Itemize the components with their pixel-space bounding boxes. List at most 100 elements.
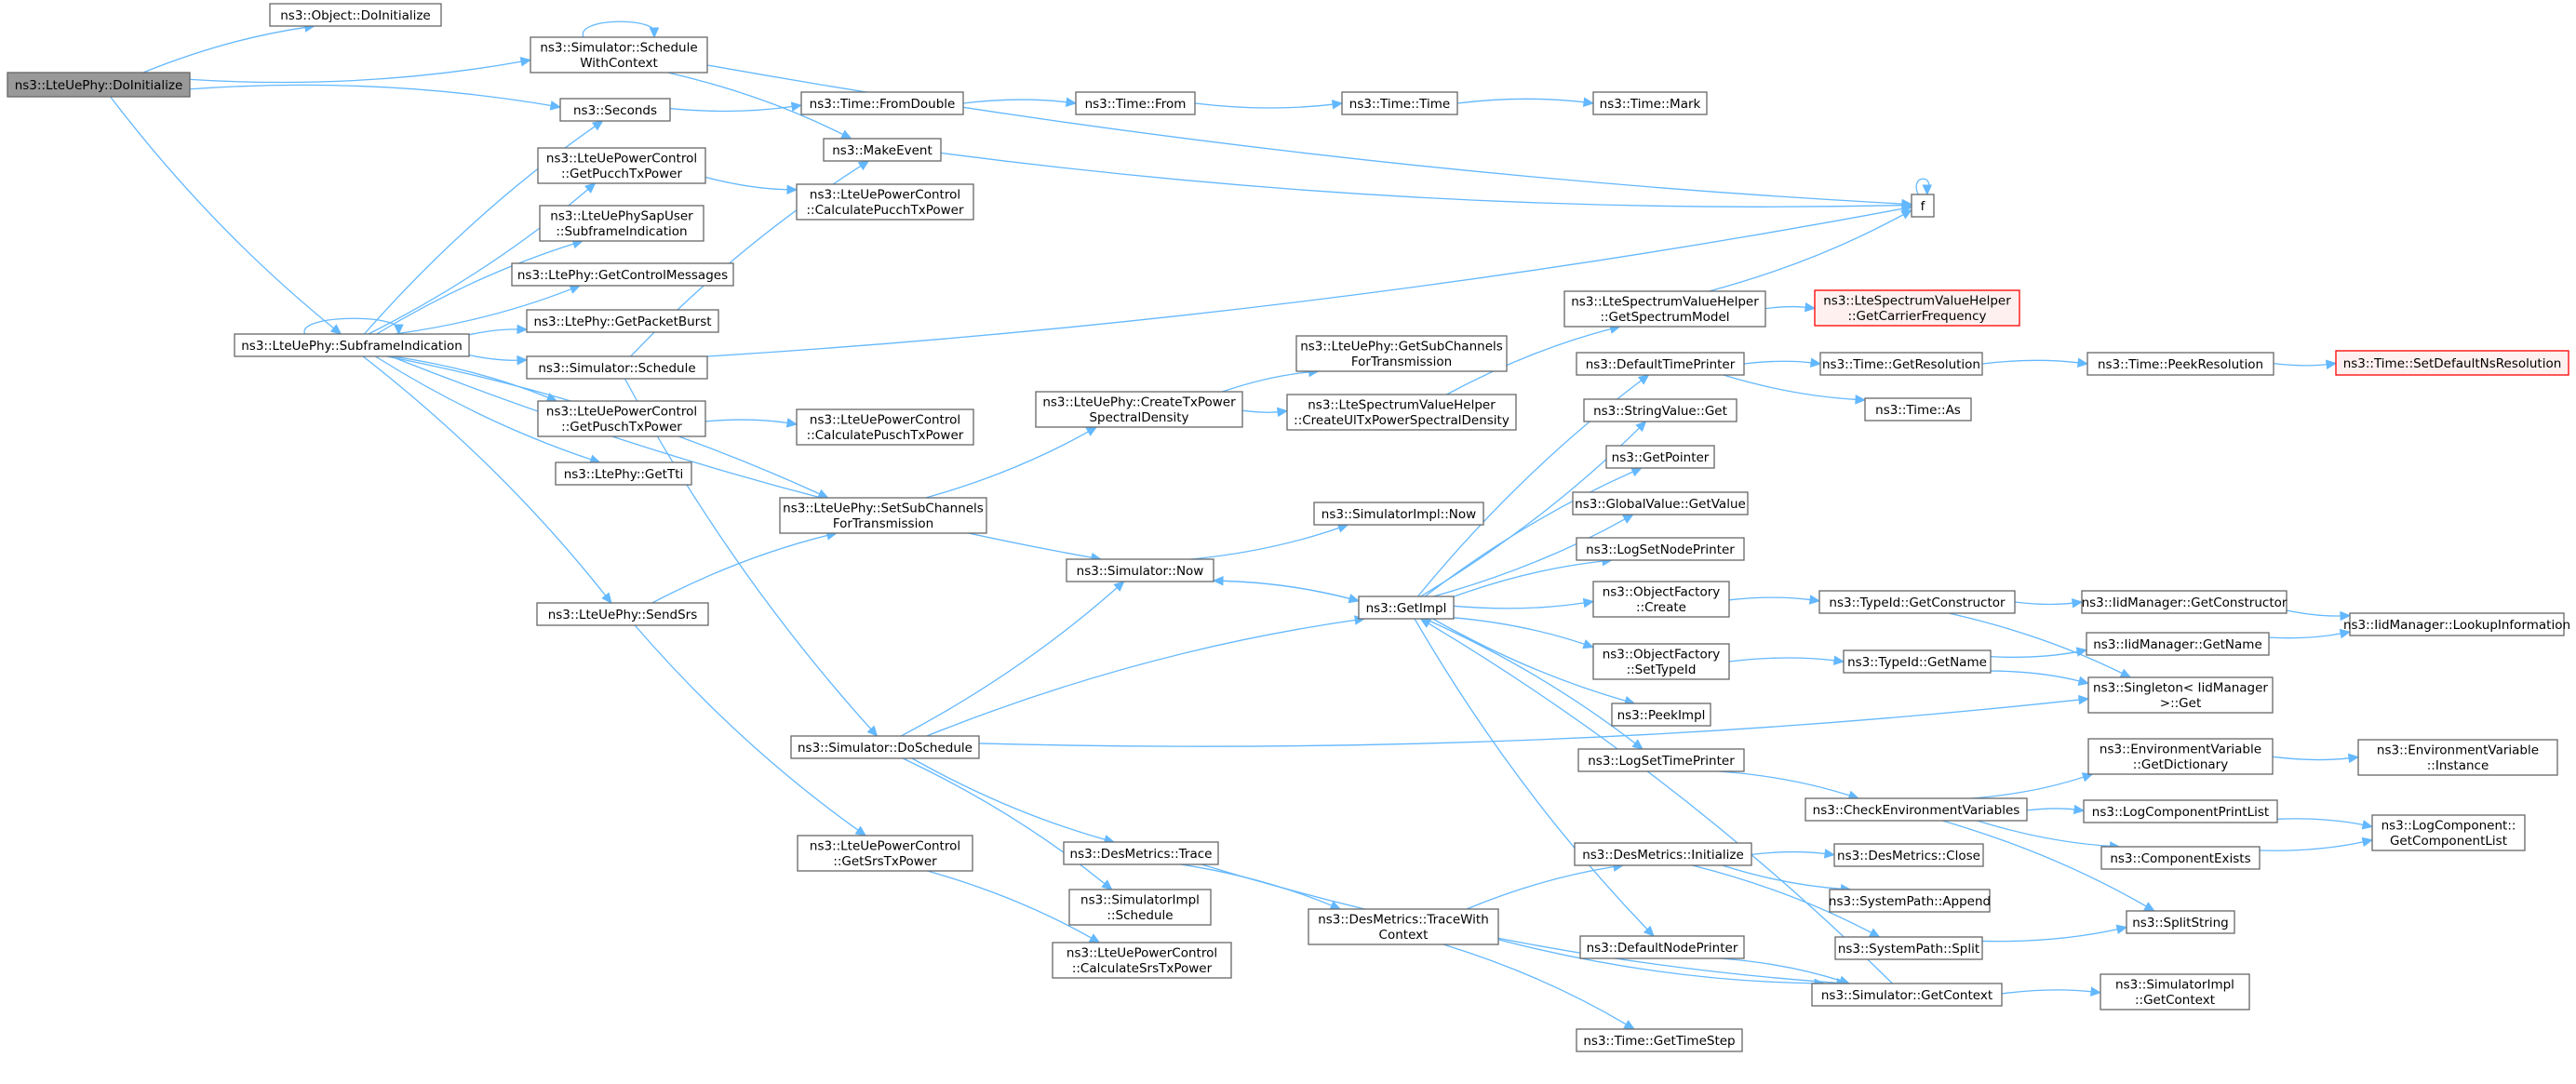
edge-logprintlist-to-logcomplist — [2276, 818, 2365, 826]
node-sapuser[interactable]: ns3::LteUePhySapUser::SubframeIndication — [539, 205, 704, 242]
node-timemark[interactable]: ns3::Time::Mark — [1592, 91, 1708, 115]
node-root[interactable]: ns3::LteUePhy::DoInitialize — [7, 72, 191, 98]
node-box — [1592, 91, 1708, 115]
node-gettimestep[interactable]: ns3::Time::GetTimeStep — [1576, 1028, 1743, 1052]
node-getpucch[interactable]: ns3::LteUePowerControl::GetPucchTxPower — [537, 147, 706, 184]
node-getpointer[interactable]: ns3::GetPointer — [1605, 445, 1715, 469]
node-deftimeprinter[interactable]: ns3::DefaultTimePrinter — [1576, 352, 1745, 376]
node-objfsettype[interactable]: ns3::ObjectFactory::SetTypeId — [1592, 643, 1730, 680]
arrowhead-root-to-subframe — [329, 324, 342, 335]
node-seconds[interactable]: ns3::Seconds — [559, 98, 671, 122]
node-label: ns3::Simulator::GetContext — [1821, 988, 1992, 1003]
edge-fromdouble-to-timefrom — [962, 99, 1068, 104]
edge-makeevent-to-f — [940, 152, 1904, 207]
node-box — [1576, 352, 1745, 376]
edge-simgetctx-to-simimplgetctx — [2001, 989, 2093, 995]
node-getctrlmsg[interactable]: ns3::LtePhy::GetControlMessages — [511, 262, 734, 287]
node-label: ns3::SplitString — [2132, 916, 2229, 930]
node-checkenv[interactable]: ns3::CheckEnvironmentVariables — [1805, 797, 2028, 822]
arrowhead-peekres-to-setdefres — [2325, 359, 2338, 369]
node-getsrs[interactable]: ns3::LteUePowerControl::GetSrsTxPower — [797, 835, 973, 872]
node-timetime[interactable]: ns3::Time::Time — [1341, 91, 1458, 115]
node-createtx[interactable]: ns3::LteUePhy::CreateTxPowerSpectralDens… — [1035, 391, 1243, 428]
node-logcomplist[interactable]: ns3::LogComponent::GetComponentList — [2371, 814, 2526, 851]
node-fromdouble[interactable]: ns3::Time::FromDouble — [800, 91, 964, 115]
node-splitstring[interactable]: ns3::SplitString — [2126, 910, 2235, 934]
node-label: ForTransmission — [1351, 355, 1452, 369]
arrowhead-timetime-to-timemark — [1582, 97, 1595, 107]
node-calcpucch[interactable]: ns3::LteUePowerControl::CalculatePucchTx… — [796, 183, 974, 221]
node-timeas[interactable]: ns3::Time::As — [1864, 397, 1972, 422]
edge-doschedule-to-getimpl — [926, 619, 1357, 737]
node-f[interactable]: f — [1911, 194, 1935, 218]
node-getpktburst[interactable]: ns3::LtePhy::GetPacketBurst — [526, 309, 719, 333]
node-box — [1295, 335, 1508, 372]
node-logtimeprinter[interactable]: ns3::LogSetTimePrinter — [1577, 748, 1745, 772]
node-singleton[interactable]: ns3::Singleton< IidManager>::Get — [2087, 676, 2274, 714]
node-schedule[interactable]: ns3::Simulator::Schedule — [526, 355, 708, 380]
node-peekimpl[interactable]: ns3::PeekImpl — [1611, 703, 1711, 727]
node-box — [2100, 846, 2261, 870]
node-label: ns3::LteUePowerControl — [810, 188, 960, 203]
arrowhead-getpusch-to-calcpusch — [785, 418, 798, 428]
arrowhead-typegetname-to-iidgetname — [2075, 647, 2088, 657]
node-box — [511, 262, 734, 287]
node-envinstance[interactable]: ns3::EnvironmentVariable::Instance — [2357, 739, 2558, 776]
node-box — [2081, 590, 2288, 614]
node-label: Context — [1379, 928, 1429, 943]
node-simgetctx[interactable]: ns3::Simulator::GetContext — [1811, 983, 2003, 1007]
node-createul[interactable]: ns3::LteSpectrumValueHelper::CreateUlTxP… — [1286, 394, 1517, 431]
node-label: ns3::Singleton< IidManager — [2093, 681, 2268, 696]
node-box — [2371, 814, 2526, 851]
node-objfcreate[interactable]: ns3::ObjectFactory::Create — [1592, 581, 1730, 618]
edge-envgetdict-to-envinstance — [2272, 756, 2351, 761]
arrowhead-fromdouble-to-timefrom — [1065, 97, 1078, 107]
node-box — [1843, 649, 1992, 674]
node-makeevent[interactable]: ns3::MakeEvent — [823, 138, 942, 162]
node-compexists[interactable]: ns3::ComponentExists — [2100, 846, 2261, 870]
node-lognodeprinter[interactable]: ns3::LogSetNodePrinter — [1576, 537, 1745, 561]
node-sysappend[interactable]: ns3::SystemPath::Append — [1829, 889, 1991, 913]
node-simimplsched[interactable]: ns3::SimulatorImpl::Schedule — [1068, 889, 1212, 926]
node-iidgetctor[interactable]: ns3::IidManager::GetConstructor — [2081, 590, 2288, 614]
node-doschedule[interactable]: ns3::Simulator::DoSchedule — [790, 735, 980, 759]
edge-root-to-objinit — [142, 26, 307, 74]
node-iidgetname[interactable]: ns3::IidManager::GetName — [2086, 632, 2270, 656]
node-getres[interactable]: ns3::Time::GetResolution — [1819, 352, 1983, 376]
node-simnow[interactable]: ns3::Simulator::Now — [1066, 558, 1214, 582]
node-timefrom[interactable]: ns3::Time::From — [1075, 91, 1196, 115]
node-desinit[interactable]: ns3::DesMetrics::Initialize — [1574, 842, 1752, 866]
node-getspecmodel[interactable]: ns3::LteSpectrumValueHelper::GetSpectrum… — [1563, 290, 1766, 328]
node-getctor[interactable]: ns3::TypeId::GetConstructor — [1818, 590, 2016, 614]
node-gettti[interactable]: ns3::LtePhy::GetTti — [555, 462, 692, 486]
node-getsubchtx[interactable]: ns3::LteUePhy::GetSubChannelsForTransmis… — [1295, 335, 1508, 372]
node-sendsrs[interactable]: ns3::LteUePhy::SendSrs — [536, 602, 709, 626]
node-desclose[interactable]: ns3::DesMetrics::Close — [1833, 843, 1984, 867]
node-syssplit[interactable]: ns3::SystemPath::Split — [1834, 936, 1983, 960]
node-getpusch[interactable]: ns3::LteUePowerControl::GetPuschTxPower — [537, 400, 706, 437]
node-simimplnow[interactable]: ns3::SimulatorImpl::Now — [1313, 502, 1484, 526]
node-box — [2126, 910, 2235, 934]
node-globalget[interactable]: ns3::GlobalValue::GetValue — [1572, 491, 1749, 515]
arrowhead-iidgetname-to-iidlookup — [2339, 628, 2352, 639]
node-simimplgetctx[interactable]: ns3::SimulatorImpl::GetContext — [2100, 973, 2250, 1010]
node-iidlookup[interactable]: ns3::IidManager::LookupInformation — [2343, 612, 2570, 636]
node-calcpusch[interactable]: ns3::LteUePowerControl::CalculatePuschTx… — [796, 408, 974, 446]
node-setsubch[interactable]: ns3::LteUePhy::SetSubChannelsForTransmis… — [779, 497, 987, 534]
node-defnodeprinter[interactable]: ns3::DefaultNodePrinter — [1579, 935, 1745, 959]
node-setdefres[interactable]: ns3::Time::SetDefaultNsResolution — [2335, 350, 2569, 376]
node-destrace[interactable]: ns3::DesMetrics::Trace — [1063, 841, 1219, 865]
node-envgetdict[interactable]: ns3::EnvironmentVariable::GetDictionary — [2087, 738, 2274, 775]
node-getimpl[interactable]: ns3::GetImpl — [1358, 596, 1455, 620]
node-getcarrier[interactable]: ns3::LteSpectrumValueHelper::GetCarrierF… — [1814, 289, 2020, 327]
node-typegetname[interactable]: ns3::TypeId::GetName — [1843, 649, 1992, 674]
node-strget[interactable]: ns3::StringValue::Get — [1583, 398, 1737, 422]
node-objinit[interactable]: ns3::Object::DoInitialize — [269, 3, 442, 27]
node-peekres[interactable]: ns3::Time::PeekResolution — [2086, 352, 2274, 376]
node-logprintlist[interactable]: ns3::LogComponentPrintList — [2083, 799, 2278, 823]
node-calcsrs[interactable]: ns3::LteUePowerControl::CalculateSrsTxPo… — [1052, 942, 1232, 979]
node-label: ns3::StringValue::Get — [1593, 404, 1727, 419]
node-subframe[interactable]: ns3::LteUePhy::SubframeIndication — [234, 333, 470, 357]
